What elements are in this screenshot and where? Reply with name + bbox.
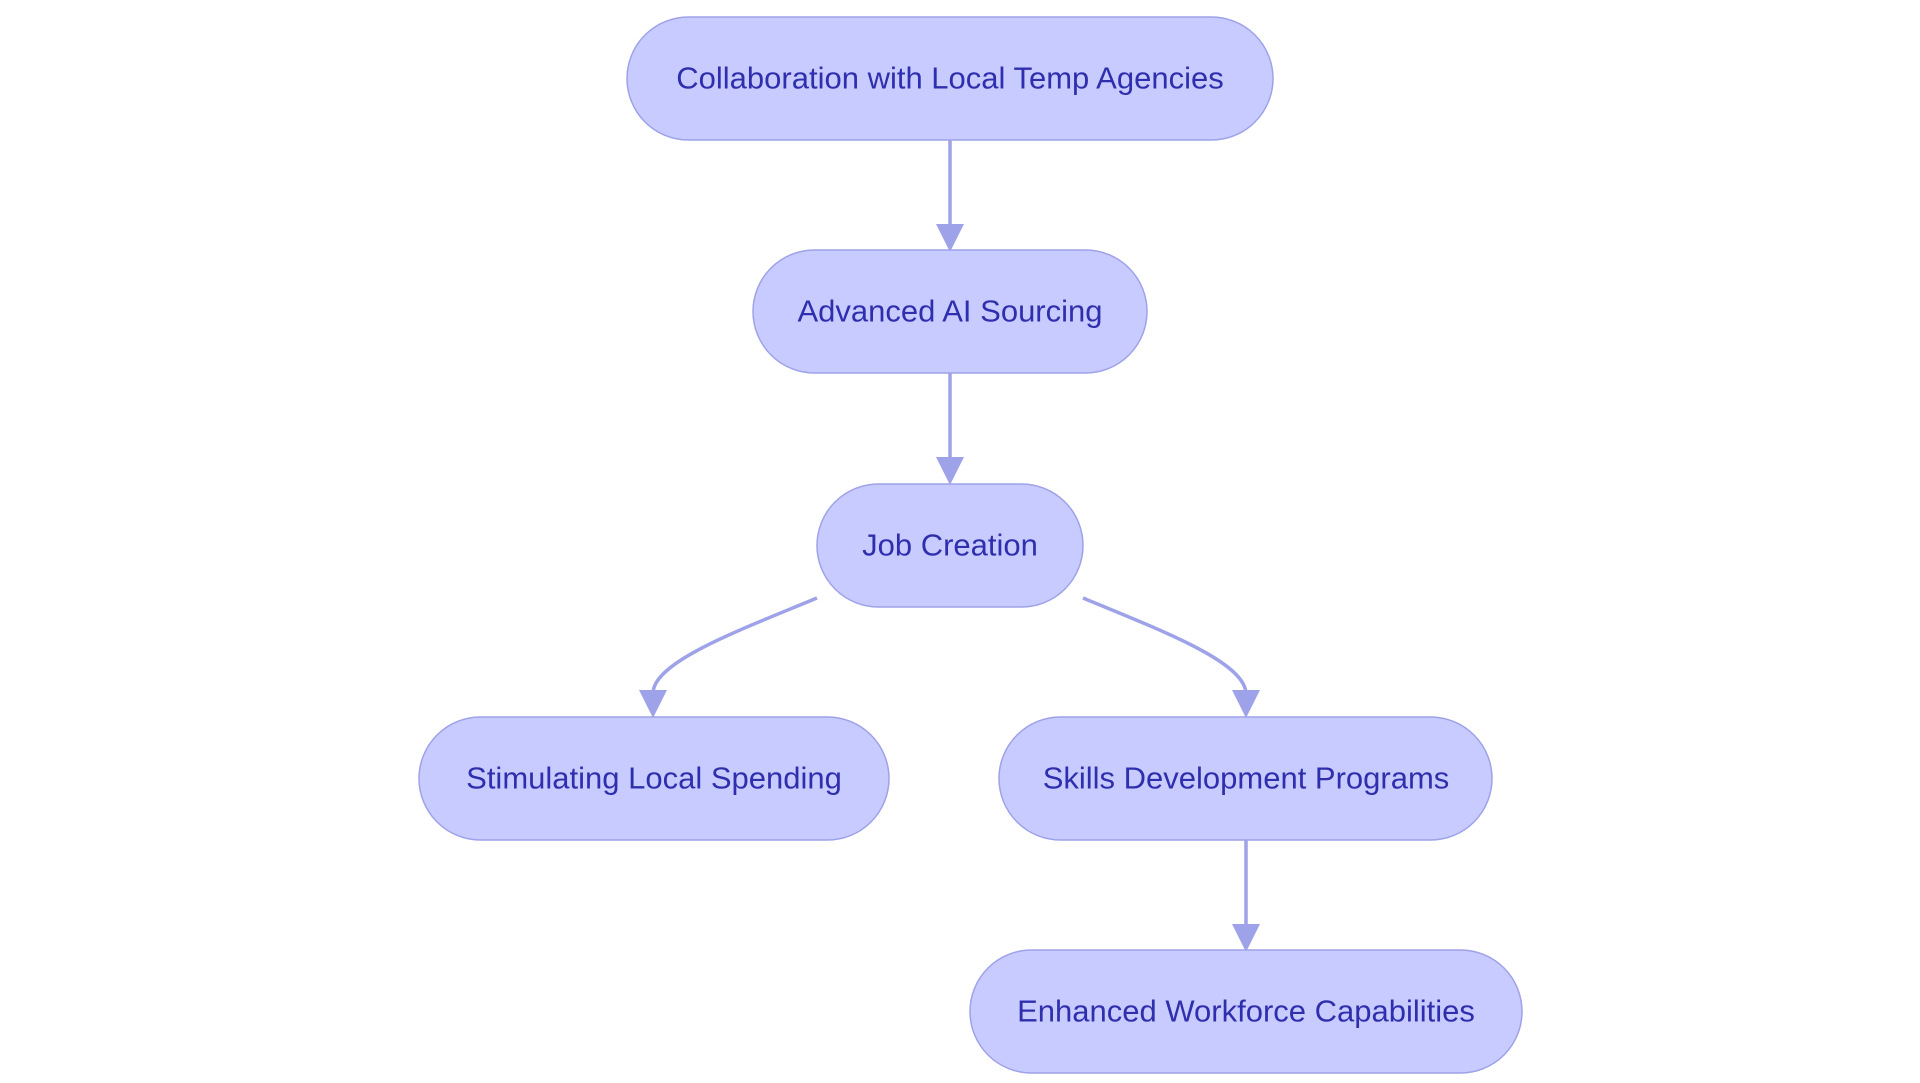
arrowhead-job-creation xyxy=(936,457,964,485)
node-workforce-label: Enhanced Workforce Capabilities xyxy=(1017,994,1475,1029)
node-collaboration-label: Collaboration with Local Temp Agencies xyxy=(676,61,1223,96)
node-job-creation: Job Creation xyxy=(816,483,1084,608)
edges xyxy=(639,140,1260,952)
node-skills-programs-label: Skills Development Programs xyxy=(1043,761,1450,796)
node-ai-sourcing-label: Advanced AI Sourcing xyxy=(797,294,1102,329)
arrowhead-local-spending xyxy=(639,690,667,718)
node-local-spending-label: Stimulating Local Spending xyxy=(466,761,842,796)
arrowhead-skills-programs xyxy=(1232,690,1260,718)
node-workforce: Enhanced Workforce Capabilities xyxy=(969,949,1523,1074)
edge-job-creation-to-local-spending xyxy=(651,596,818,695)
node-local-spending: Stimulating Local Spending xyxy=(418,716,890,841)
node-collaboration: Collaboration with Local Temp Agencies xyxy=(626,16,1274,141)
arrowhead-ai-sourcing xyxy=(936,224,964,252)
node-job-creation-label: Job Creation xyxy=(862,528,1038,563)
node-skills-programs: Skills Development Programs xyxy=(998,716,1493,841)
node-ai-sourcing: Advanced AI Sourcing xyxy=(752,249,1148,374)
edge-job-creation-to-skills-programs xyxy=(1082,596,1248,695)
arrowhead-workforce xyxy=(1232,924,1260,952)
